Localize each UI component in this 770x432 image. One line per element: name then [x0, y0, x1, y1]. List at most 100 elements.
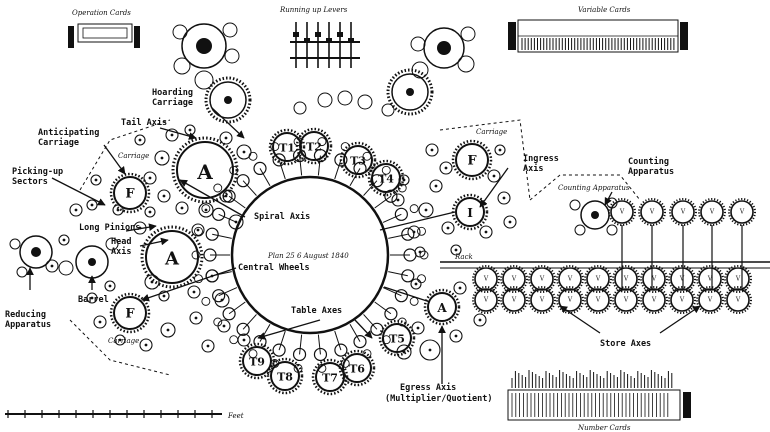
store-axis-wheel: V — [556, 286, 584, 314]
picking-up-sectors-label-1: Picking-up — [12, 166, 63, 177]
store-axis-wheel: V — [668, 265, 696, 293]
central-wheels-label: Central Wheels — [238, 263, 310, 273]
store-axes-label: Store Axes — [600, 339, 651, 349]
store-axis-label: V — [483, 297, 489, 304]
store-axis-wheel: V — [698, 198, 726, 226]
rack: Rack — [440, 253, 770, 269]
top-right-wheel-cluster — [410, 26, 476, 79]
scale-bar: Feet — [5, 410, 244, 420]
store-axis-label: V — [511, 297, 517, 304]
store-axis-wheel: V — [584, 286, 612, 314]
leader-lines — [26, 107, 701, 384]
store-axis-label: V — [651, 276, 657, 283]
axis-I-label: I — [467, 206, 473, 220]
store-axis-wheel: V — [556, 265, 584, 293]
left-mechanism-wheels — [45, 124, 252, 353]
running-up-levers-drawing: Running up Levers — [279, 6, 360, 68]
table-axis-t7-label: T7 — [322, 372, 338, 385]
axis-I: I — [451, 193, 489, 231]
picking-up-sectors-label-2: Sectors — [12, 177, 48, 187]
head-axis-label-2: Axis — [111, 246, 131, 257]
store-axis-label: V — [679, 276, 685, 283]
counting-apparatus-script: Counting Apparatus — [558, 184, 630, 192]
central-wheel: Plan 25 6 August 1840 — [230, 175, 390, 335]
table-axis-t6: T6 — [338, 349, 376, 387]
store-axis-label: V — [539, 297, 545, 304]
axis-A-upper: A — [171, 136, 239, 204]
axis-F-left-upper: F — [109, 172, 151, 214]
store-axis-wheel: V — [640, 286, 668, 314]
store-axis-wheel: V — [612, 286, 640, 314]
store-axis-label: V — [649, 209, 655, 216]
store-axis-wheel: V — [696, 265, 724, 293]
store-axis-label: V — [623, 276, 629, 283]
top-gear-right — [386, 68, 434, 116]
table-axis-t8-label: T8 — [277, 371, 293, 384]
axis-A-egress: A — [423, 288, 461, 326]
store-axis-label: V — [651, 297, 657, 304]
store-axis-wheel: V — [528, 265, 556, 293]
anticipating-carriage-label-2: Carriage — [38, 137, 79, 148]
top-small-wheels — [293, 90, 395, 117]
store-axis-label: V — [567, 276, 573, 283]
counting-apparatus-drawing: Counting Apparatus — [529, 174, 641, 236]
left-carriage-outline: Carriage Carriage — [69, 119, 171, 376]
egress-axis-label-2: (Multiplier/Quotient) — [385, 393, 492, 404]
number-cards-drawing: Number Cards — [507, 370, 691, 432]
store-axis-wheel: V — [728, 198, 756, 226]
store-axis-wheel: V — [472, 265, 500, 293]
variable-cards-drawing: Variable Cards — [508, 6, 688, 53]
number-cards-script: Number Cards — [577, 424, 631, 432]
central-date-script: Plan 25 6 August 1840 — [267, 252, 349, 260]
axis-F-left-lower-label: F — [125, 307, 135, 322]
store-axis-label: V — [735, 276, 741, 283]
table-axis-t5: T5 — [378, 319, 416, 357]
store-axis-label: V — [539, 276, 545, 283]
top-left-wheel-cluster — [172, 22, 240, 90]
store-axis-label: V — [483, 276, 489, 283]
store-axis-label: V — [623, 297, 629, 304]
variable-cards-script: Variable Cards — [578, 6, 631, 14]
table-axis-t2-label: T2 — [306, 141, 322, 154]
head-axis-label-1: Head — [111, 237, 131, 247]
store-axis-wheel: V — [500, 265, 528, 293]
axis-A-lower: A — [140, 225, 204, 289]
axis-A-lower-label: A — [164, 249, 180, 270]
hoarding-carriage-label-1: Hoarding — [152, 87, 193, 98]
store-axis-wheel: V — [608, 198, 636, 226]
store-axis-wheel: V — [472, 286, 500, 314]
running-up-levers-script: Running up Levers — [279, 6, 348, 14]
table-axis-t2: T2 — [295, 127, 333, 165]
right-mechanism-wheels — [391, 143, 517, 361]
anticipating-carriage-label-1: Anticipating — [38, 127, 99, 138]
store-axis-wheel: V — [696, 286, 724, 314]
rack-script: Rack — [454, 253, 473, 261]
table-axis-t3: T3 — [339, 141, 377, 179]
reducing-apparatus-label-2: Apparatus — [5, 320, 51, 330]
carriage-left-script: Carriage — [118, 152, 149, 160]
store-axis-label: V — [735, 297, 741, 304]
reducing-apparatus-label-1: Reducing — [5, 309, 46, 320]
typed-labels: Hoarding Carriage Tail Axis Anticipating… — [5, 87, 674, 404]
operation-cards-drawing: Operation Cards — [68, 9, 140, 48]
store-axis-label: V — [595, 276, 601, 283]
store-axis-wheel: V — [668, 286, 696, 314]
egress-axis-label-1: Egress Axis — [400, 382, 456, 393]
store-axis-label: V — [679, 297, 685, 304]
counting-apparatus-label-2: Apparatus — [628, 167, 674, 177]
barrel-label: Barrel — [78, 295, 109, 305]
table-axis-t9: T9 — [238, 342, 276, 380]
axis-F-right: F — [451, 139, 493, 181]
store-axis-label: V — [709, 209, 715, 216]
store-axis-wheel: V — [528, 286, 556, 314]
table-axis-t1-label: T1 — [279, 142, 295, 155]
store-axis-wheel: V — [584, 265, 612, 293]
right-carriage-outline: Carriage — [439, 119, 531, 201]
store-axis-label: V — [707, 297, 713, 304]
reducing-apparatus-wheels — [9, 235, 119, 279]
store-axis-label: V — [567, 297, 573, 304]
carriage-bottom-script: Carriage — [108, 337, 139, 345]
